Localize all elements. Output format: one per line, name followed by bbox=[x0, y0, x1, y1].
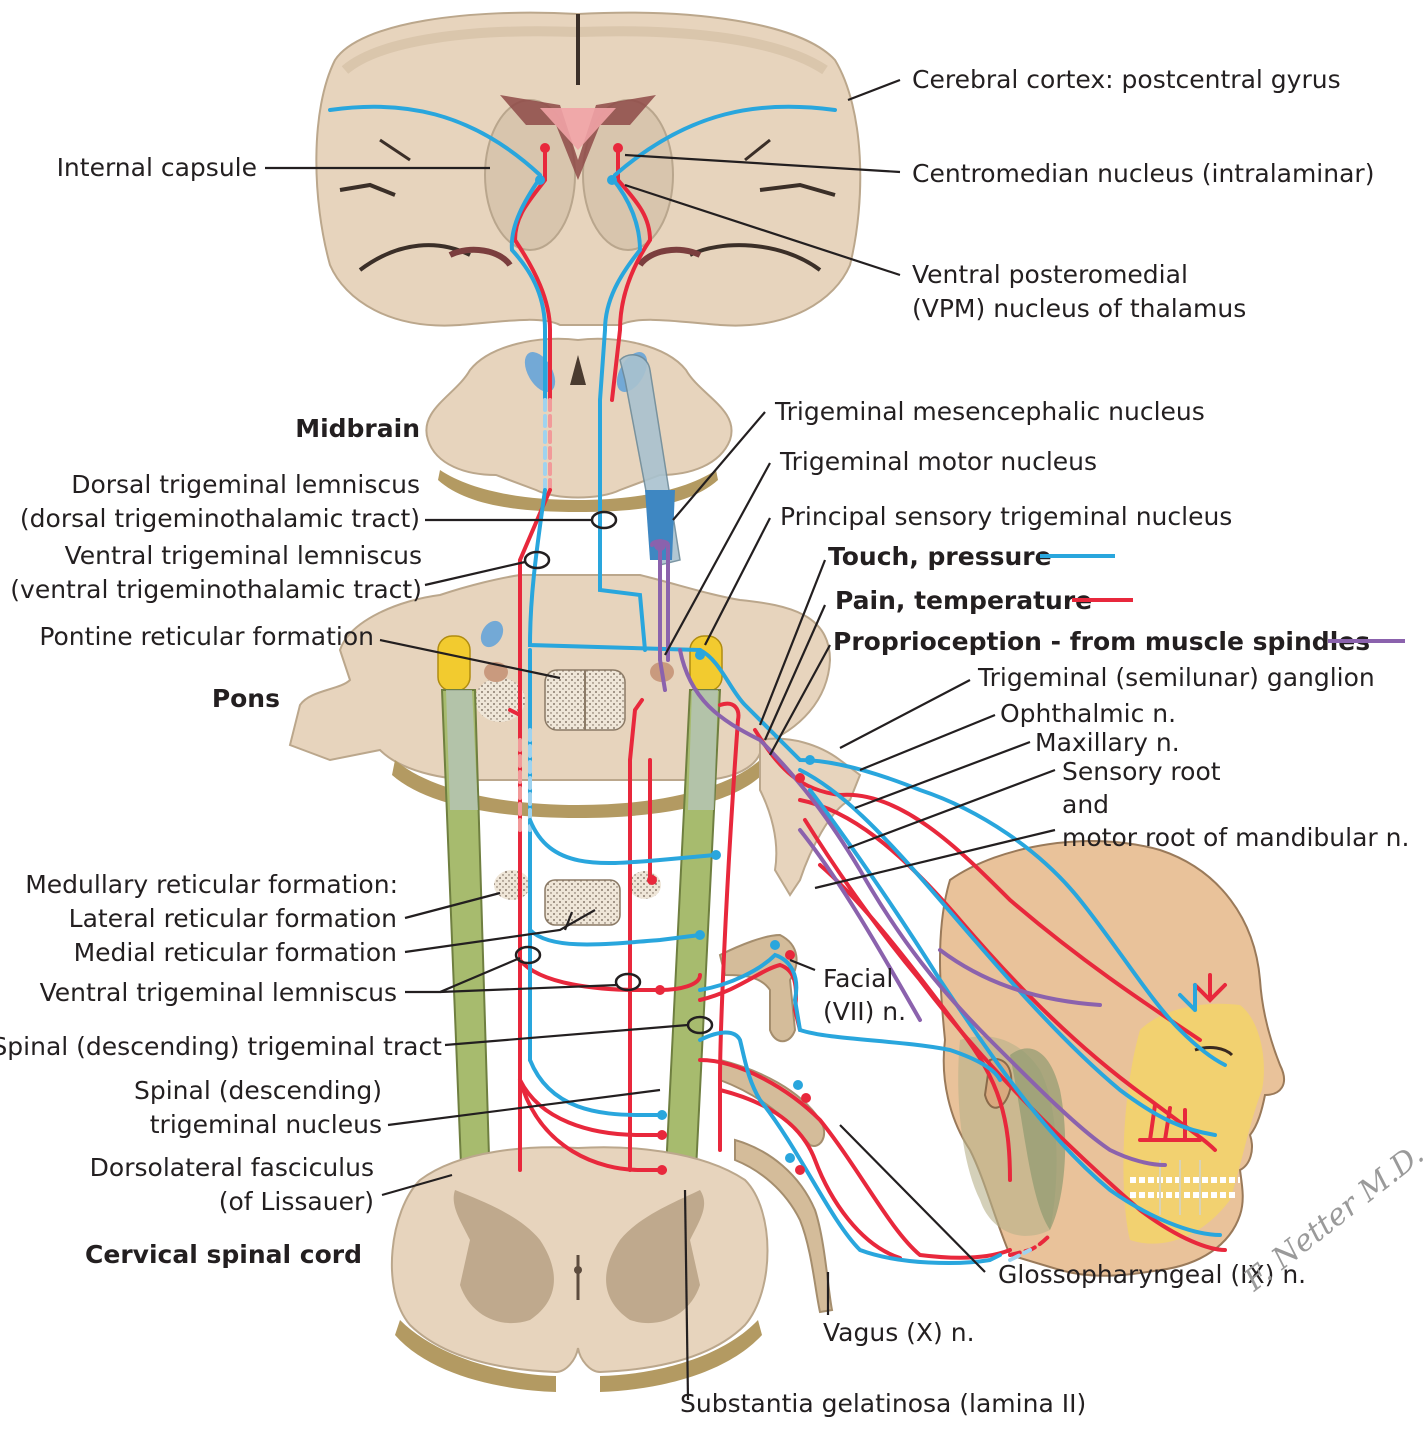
label-principal-sensory: Principal sensory trigeminal nucleus bbox=[780, 502, 1232, 531]
leader-lines bbox=[265, 78, 1056, 1401]
touch-pressure-pathways bbox=[328, 104, 1227, 1265]
label-cerebral-cortex: Cerebral cortex: postcentral gyrus bbox=[912, 65, 1341, 94]
label-medial-reticular: Medial reticular formation bbox=[74, 938, 397, 967]
pons-section bbox=[288, 574, 862, 897]
vagus-nerve bbox=[734, 1138, 834, 1314]
label-vpm-line1: Ventral posteromedial bbox=[912, 260, 1188, 289]
label-facial-line1: Facial bbox=[823, 964, 893, 993]
label-dorsolateral-line1: Dorsolateral fasciculus bbox=[90, 1153, 374, 1182]
label-dorsal-lemniscus-line1: Dorsal trigeminal lemniscus bbox=[71, 470, 420, 499]
pain-temperature-pathways bbox=[508, 148, 1227, 1260]
label-pontine-reticular: Pontine reticular formation bbox=[39, 622, 374, 651]
legend-proprioception-label: Proprioception - from muscle spindles bbox=[833, 627, 1370, 656]
label-vpm-line2: (VPM) nucleus of thalamus bbox=[912, 294, 1246, 323]
label-spinal-nucleus-line2: trigeminal nucleus bbox=[150, 1110, 382, 1139]
facial-nerve-stump bbox=[718, 933, 798, 1043]
label-lateral-reticular: Lateral reticular formation bbox=[69, 904, 397, 933]
legend: Touch, pressure Pain, temperature Propri… bbox=[828, 542, 1405, 656]
label-ophthalmic: Ophthalmic n. bbox=[1000, 699, 1176, 728]
label-substantia-gelatinosa: Substantia gelatinosa (lamina II) bbox=[680, 1389, 1086, 1418]
label-dorsolateral-line2: (of Lissauer) bbox=[219, 1187, 374, 1216]
labels: Cerebral cortex: postcentral gyrus Inter… bbox=[0, 65, 1409, 1418]
label-trig-ganglion: Trigeminal (semilunar) ganglion bbox=[977, 663, 1375, 692]
label-sensory-root-line2: and bbox=[1062, 790, 1109, 819]
label-trig-motor: Trigeminal motor nucleus bbox=[779, 447, 1097, 476]
label-ventral-lemniscus-line1: Ventral trigeminal lemniscus bbox=[65, 541, 422, 570]
pathway-endpoints bbox=[535, 143, 815, 1175]
head-profile bbox=[939, 840, 1285, 1277]
label-glossopharyngeal: Glossopharyngeal (IX) n. bbox=[998, 1260, 1306, 1289]
signature-text: F. Netter M.D. bbox=[1237, 1137, 1427, 1299]
label-internal-capsule: Internal capsule bbox=[57, 153, 257, 182]
label-facial-line2: (VII) n. bbox=[823, 997, 906, 1026]
brain-coronal-section bbox=[315, 11, 862, 327]
label-medullary-reticular: Medullary reticular formation: bbox=[25, 870, 398, 899]
label-ventral-lemniscus-line2: (ventral trigeminothalamic tract) bbox=[10, 575, 422, 604]
label-maxillary: Maxillary n. bbox=[1035, 728, 1180, 757]
label-centromedian-nucleus: Centromedian nucleus (intralaminar) bbox=[912, 159, 1374, 188]
midbrain-section bbox=[425, 337, 733, 512]
label-sensory-root-line1: Sensory root bbox=[1062, 757, 1221, 786]
label-sensory-root-line3: motor root of mandibular n. bbox=[1062, 823, 1409, 852]
cervical-spinal-cord bbox=[390, 1146, 769, 1392]
label-pons: Pons bbox=[212, 684, 280, 713]
glossopharyngeal-nerve bbox=[719, 1058, 826, 1147]
label-spinal-nucleus-line1: Spinal (descending) bbox=[134, 1076, 382, 1105]
label-midbrain: Midbrain bbox=[295, 414, 420, 443]
label-spinal-tract: Spinal (descending) trigeminal tract bbox=[0, 1032, 442, 1061]
artist-signature: F. Netter M.D. bbox=[1237, 1137, 1427, 1299]
legend-pain-label: Pain, temperature bbox=[835, 586, 1092, 615]
label-dorsal-lemniscus-line2: (dorsal trigeminothalamic tract) bbox=[20, 504, 420, 533]
label-trig-mesencephalic: Trigeminal mesencephalic nucleus bbox=[774, 397, 1205, 426]
label-cervical-cord: Cervical spinal cord bbox=[85, 1240, 362, 1269]
label-ventral-lemniscus-short: Ventral trigeminal lemniscus bbox=[40, 978, 397, 1007]
legend-touch-label: Touch, pressure bbox=[828, 542, 1052, 571]
label-vagus: Vagus (X) n. bbox=[823, 1318, 975, 1347]
